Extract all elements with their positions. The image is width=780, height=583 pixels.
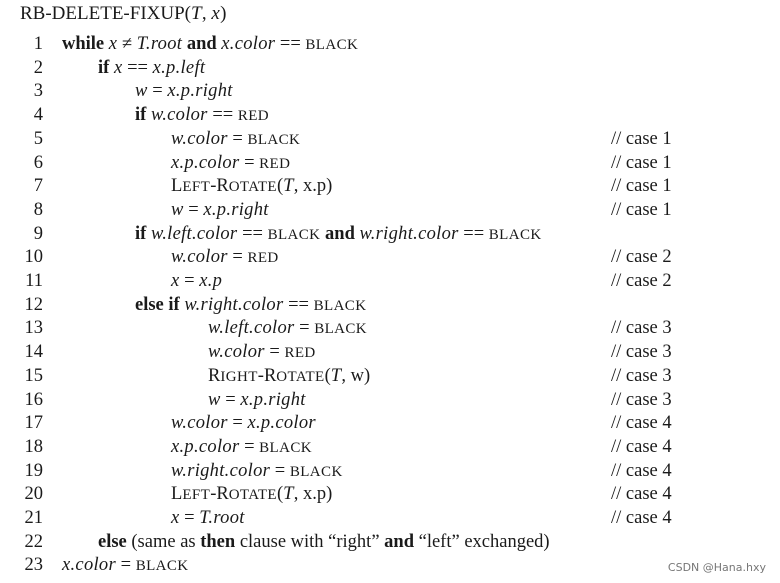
line-number: 7 [33,176,43,197]
line-number: 6 [33,152,43,173]
line-number: 15 [24,365,44,386]
code-line: 7 LEFT-ROTATE(T, x.p) // case 1 [0,175,780,199]
code-text: if w.left.color == BLACK and w.right.col… [135,223,542,244]
code-line: 22 else (same as then clause with “right… [0,531,780,555]
code-text: w.color = RED [171,247,279,268]
code-text: x.p.color = RED [171,152,291,173]
procedure-title: RB-DELETE-FIXUP(T, x) [20,3,227,24]
code-line: 8 w = x.p.right // case 1 [0,199,780,223]
code-text: x.p.color = BLACK [171,436,312,457]
comment-text: // case 1 [611,128,672,149]
code-text: w.color = x.p.color [171,413,316,434]
line-number: 18 [24,436,44,457]
code-text: w.color = RED [208,342,316,363]
comment-text: // case 2 [611,271,672,291]
code-line: 6 x.p.color = RED // case 1 [0,152,780,176]
line-number: 12 [24,294,44,315]
line-number: 16 [24,389,44,410]
code-line: 3 w = x.p.right [0,80,780,104]
comment-text: // case 4 [611,413,672,434]
code-line: 18 x.p.color = BLACK // case 4 [0,436,780,460]
line-number: 21 [24,508,44,528]
code-text: while x ≠ T.root and x.color == BLACK [62,34,359,54]
comment-text: // case 3 [611,318,672,339]
code-text: w.left.color = BLACK [208,318,368,339]
code-line: 16 w = x.p.right // case 3 [0,389,780,413]
code-text: if x == x.p.left [98,57,206,78]
code-text: if w.color == RED [135,105,270,126]
code-text: x = T.root [171,508,245,528]
comment-text: // case 1 [611,152,672,173]
code-text: RIGHT-ROTATE(T, w) [208,365,371,386]
line-number: 3 [33,81,43,102]
comment-text: // case 4 [611,484,672,505]
line-number: 2 [33,57,43,78]
comment-text: // case 4 [611,460,672,481]
code-line: 11 x = x.p // case 2 [0,270,780,294]
code-text: x = x.p [171,271,223,291]
line-number: 8 [33,199,43,220]
line-number: 20 [24,484,44,505]
code-line: 15 RIGHT-ROTATE(T, w) // case 3 [0,365,780,389]
code-line: 19 w.right.color = BLACK // case 4 [0,460,780,484]
comment-text: // case 4 [611,436,672,457]
line-number: 13 [24,318,44,339]
line-number: 23 [24,555,44,576]
comment-text: // case 4 [611,508,672,528]
code-text: w = x.p.right [135,81,233,102]
line-number: 14 [24,342,44,363]
code-text: else (same as then clause with “right” a… [98,531,550,552]
code-line: 21 x = T.root // case 4 [0,507,780,531]
code-line: 12 else if w.right.color == BLACK [0,294,780,318]
code-text: x.color = BLACK [62,555,189,576]
code-line: 2 if x == x.p.left [0,57,780,81]
watermark: CSDN @Hana.hxy [667,561,766,574]
code-text: w.right.color = BLACK [171,460,343,481]
line-number: 19 [24,460,44,481]
code-text: w.color = BLACK [171,128,301,149]
code-line: 23 x.color = BLACK [0,554,780,578]
code-text: w = x.p.right [171,199,269,220]
code-text: else if w.right.color == BLACK [135,294,367,315]
code-line: 4 if w.color == RED [0,104,780,128]
code-line: 5 w.color = BLACK // case 1 [0,128,780,152]
comment-text: // case 3 [611,365,672,386]
line-number: 10 [24,247,44,268]
comment-text: // case 3 [611,389,672,410]
comment-text: // case 3 [611,342,672,363]
code-line: 10 w.color = RED // case 2 [0,246,780,270]
code-line: 1 while x ≠ T.root and x.color == BLACK [0,33,780,57]
line-number: 9 [33,223,43,244]
line-number: 17 [24,413,44,434]
code-line: 9 if w.left.color == BLACK and w.right.c… [0,223,780,247]
comment-text: // case 2 [611,247,672,268]
line-number: 5 [33,128,43,149]
code-line: 14 w.color = RED // case 3 [0,341,780,365]
comment-text: // case 1 [611,199,672,220]
line-number: 11 [25,271,43,291]
code-line: 17 w.color = x.p.color // case 4 [0,412,780,436]
code-line: 20 LEFT-ROTATE(T, x.p) // case 4 [0,483,780,507]
line-number: 1 [33,34,43,54]
line-number: 22 [24,531,44,552]
code-line: 13 w.left.color = BLACK // case 3 [0,317,780,341]
comment-text: // case 1 [611,176,672,197]
code-text: LEFT-ROTATE(T, x.p) [171,176,333,197]
code-text: LEFT-ROTATE(T, x.p) [171,484,333,505]
code-text: w = x.p.right [208,389,306,410]
line-number: 4 [33,105,43,126]
